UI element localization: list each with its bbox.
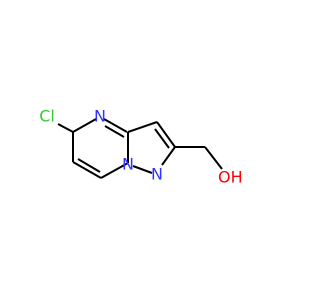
bond-n4-c3a-inner [104, 125, 125, 138]
bond-c3-c2 [156, 121, 176, 148]
bonds [57, 118, 223, 179]
bridgehead-nitrogen-label: N [122, 155, 134, 174]
bond-n8-c7 [100, 162, 129, 179]
bond-c3-c2-inner [154, 128, 170, 149]
pyrimidine-nitrogen-label: N [94, 107, 106, 126]
bond-c7-c6-inner [77, 158, 101, 173]
bond-c5-n4 [72, 118, 97, 133]
chlorine-atom-label: Cl [39, 107, 55, 126]
bond-c2-n1 [161, 146, 176, 166]
hydroxyl-label: OH [218, 168, 243, 187]
bond-n4-c3a [103, 118, 128, 133]
bond-c7-c6 [72, 161, 102, 179]
bond-n1-n8 [132, 165, 153, 174]
pyrazole-nitrogen-label: N [151, 165, 163, 184]
molecule-structure: Cl N N N OH [39, 106, 243, 187]
bond-c3a-c3 [127, 121, 158, 133]
bond-c5-cl [57, 123, 74, 133]
atom-labels: Cl N N N OH [39, 107, 242, 187]
bond-ch2-o [204, 146, 223, 170]
